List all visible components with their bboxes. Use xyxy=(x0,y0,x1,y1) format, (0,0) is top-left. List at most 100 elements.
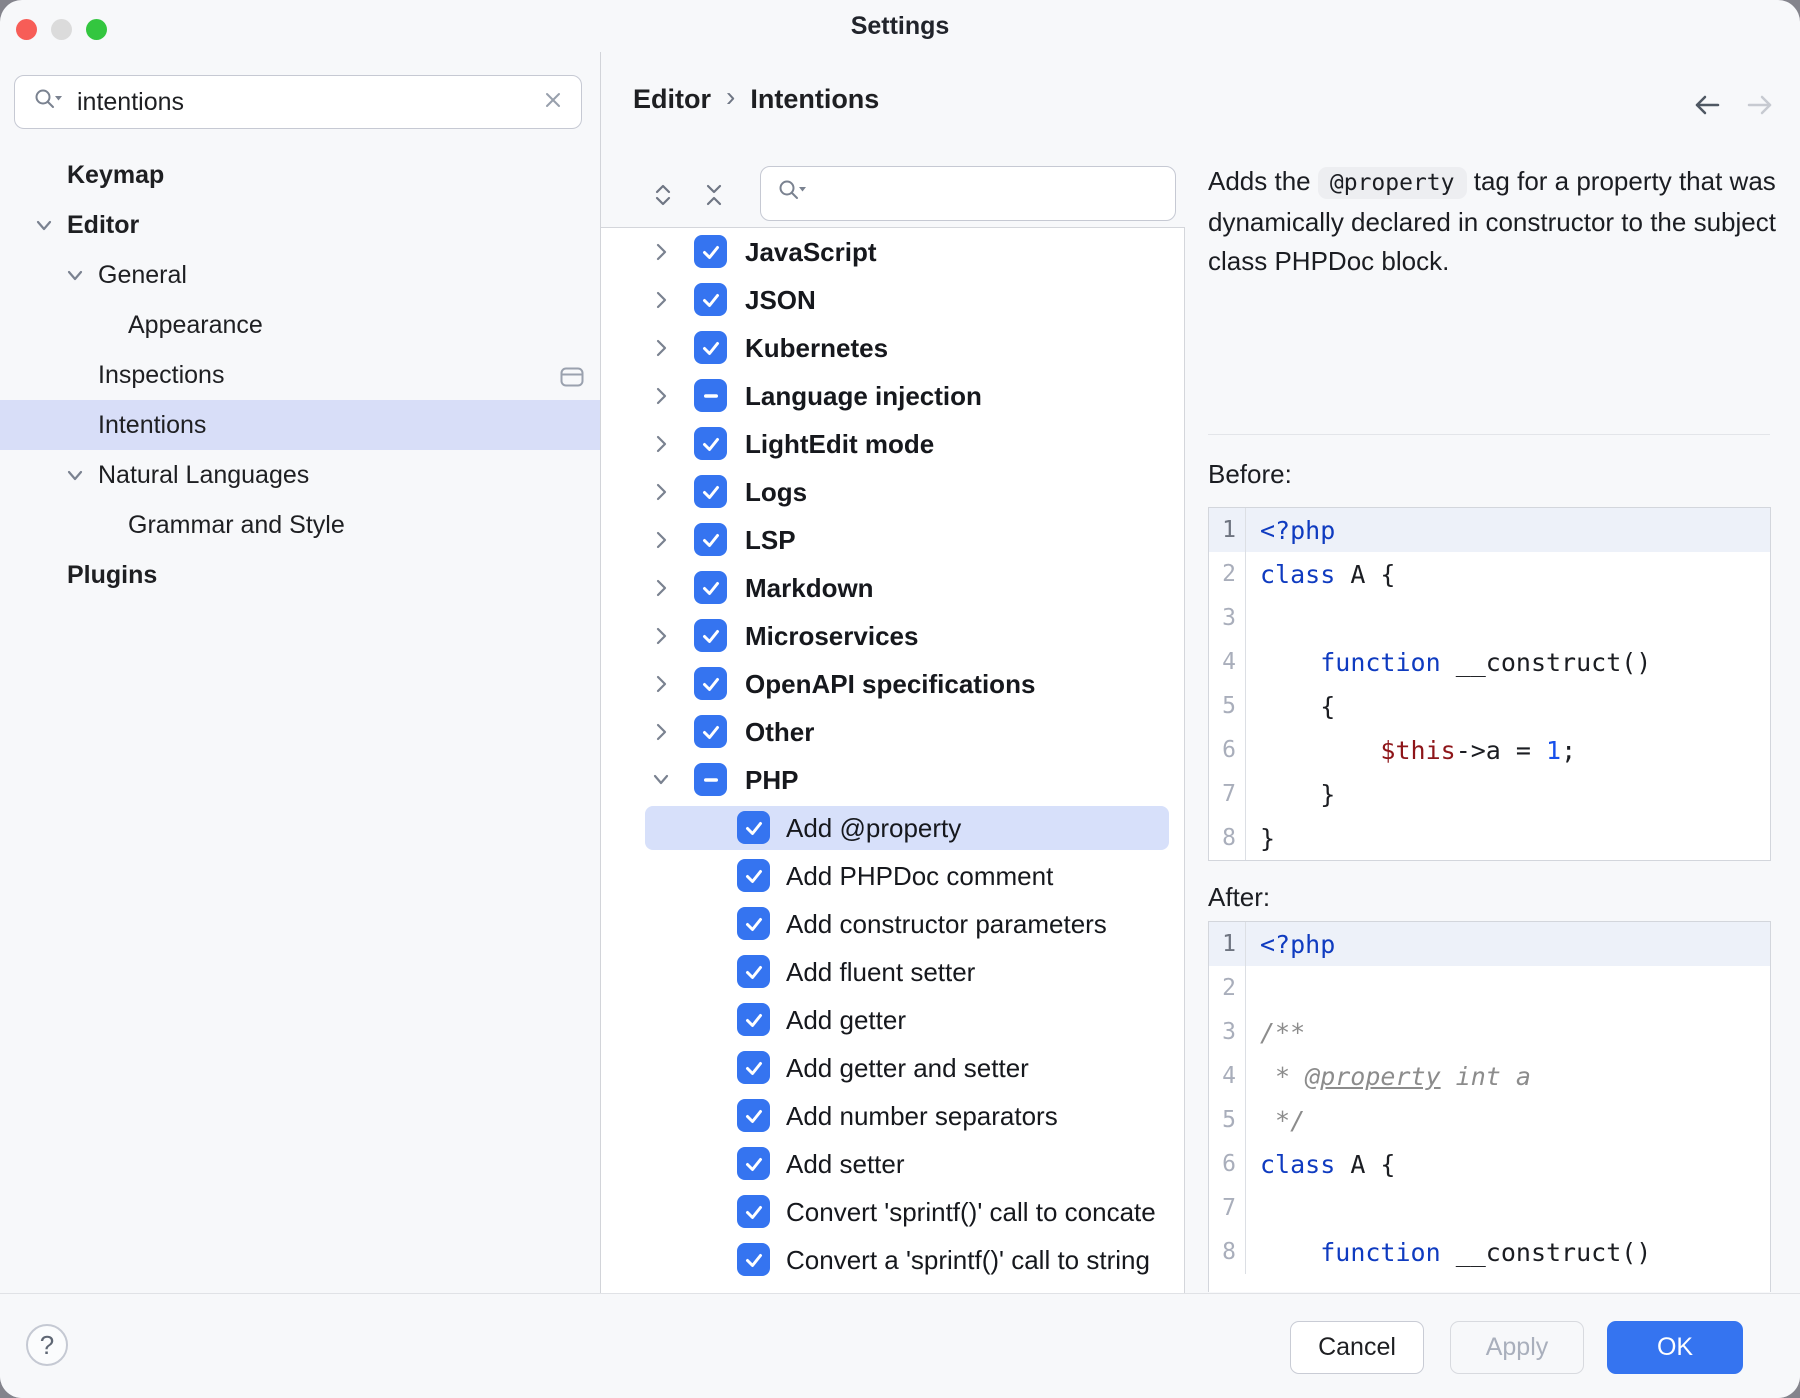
intention-row-add-getter-and-setter[interactable]: Add getter and setter xyxy=(601,1044,1184,1092)
chevron-right-icon[interactable] xyxy=(650,528,674,552)
ok-button[interactable]: OK xyxy=(1607,1321,1743,1374)
minimize-window-button[interactable] xyxy=(51,19,72,40)
checkbox-checked[interactable] xyxy=(694,427,727,460)
chevron-down-icon[interactable] xyxy=(64,464,86,486)
help-button[interactable]: ? xyxy=(26,1324,68,1366)
cancel-button[interactable]: Cancel xyxy=(1290,1321,1424,1374)
checkbox-checked[interactable] xyxy=(694,331,727,364)
line-number: 7 xyxy=(1209,772,1246,816)
checkbox-checked[interactable] xyxy=(694,571,727,604)
intention-row-add-phpdoc-comment[interactable]: Add PHPDoc comment xyxy=(601,852,1184,900)
checkbox-checked[interactable] xyxy=(694,283,727,316)
sidebar-item-general[interactable]: General xyxy=(0,250,600,300)
intention-row-add-getter[interactable]: Add getter xyxy=(601,996,1184,1044)
close-icon[interactable] xyxy=(543,90,563,115)
checkbox-checked[interactable] xyxy=(737,955,770,988)
sidebar-item-label: Natural Languages xyxy=(98,460,310,489)
intention-row-kubernetes[interactable]: Kubernetes xyxy=(601,324,1184,372)
chevron-down-icon[interactable] xyxy=(33,214,55,236)
intention-row-javascript[interactable]: JavaScript xyxy=(601,228,1184,276)
apply-button[interactable]: Apply xyxy=(1450,1321,1584,1374)
checkbox-checked[interactable] xyxy=(737,1195,770,1228)
checkbox-checked[interactable] xyxy=(694,523,727,556)
collapse-all-icon[interactable] xyxy=(702,181,726,209)
checkbox-indeterminate[interactable] xyxy=(694,763,727,796)
description-separator xyxy=(1208,434,1770,435)
checkbox-checked[interactable] xyxy=(694,235,727,268)
intention-row-php[interactable]: PHP xyxy=(601,756,1184,804)
checkbox-checked[interactable] xyxy=(694,715,727,748)
dialog-footer: ? Cancel Apply OK xyxy=(0,1293,1800,1398)
checkbox-checked[interactable] xyxy=(737,907,770,940)
chevron-right-icon[interactable] xyxy=(650,288,674,312)
intention-label: Add @property xyxy=(786,812,962,843)
checkbox-checked[interactable] xyxy=(737,1147,770,1180)
window-title: Settings xyxy=(850,12,950,40)
intention-row-json[interactable]: JSON xyxy=(601,276,1184,324)
intention-row-microservices[interactable]: Microservices xyxy=(601,612,1184,660)
intention-row-lsp[interactable]: LSP xyxy=(601,516,1184,564)
chevron-right-icon: › xyxy=(726,81,736,112)
code-line: 5 { xyxy=(1209,684,1770,728)
checkbox-checked[interactable] xyxy=(737,1099,770,1132)
breadcrumb: Editor › Intentions xyxy=(633,81,879,115)
chevron-right-icon[interactable] xyxy=(650,480,674,504)
checkbox-checked[interactable] xyxy=(737,811,770,844)
checkbox-checked[interactable] xyxy=(694,667,727,700)
sidebar-item-natural-languages[interactable]: Natural Languages xyxy=(0,450,600,500)
intention-label: PHP xyxy=(745,764,799,795)
settings-search-input[interactable]: intentions xyxy=(14,75,582,129)
chevron-down-icon[interactable] xyxy=(64,264,86,286)
sidebar-item-plugins[interactable]: Plugins xyxy=(0,550,600,600)
chevron-right-icon[interactable] xyxy=(650,240,674,264)
checkbox-checked[interactable] xyxy=(737,1243,770,1276)
sidebar-item-inspections[interactable]: Inspections xyxy=(0,350,600,400)
checkbox-checked[interactable] xyxy=(737,1051,770,1084)
sidebar-item-grammar-and-style[interactable]: Grammar and Style xyxy=(0,500,600,550)
sidebar-item-editor[interactable]: Editor xyxy=(0,200,600,250)
breadcrumb-editor[interactable]: Editor xyxy=(633,83,711,114)
chevron-right-icon[interactable] xyxy=(650,624,674,648)
sidebar-item-appearance[interactable]: Appearance xyxy=(0,300,600,350)
checkbox-indeterminate[interactable] xyxy=(694,379,727,412)
chevron-right-icon[interactable] xyxy=(650,672,674,696)
intention-row-convert-a-sprintf-call-to-string[interactable]: Convert a 'sprintf()' call to string xyxy=(601,1236,1184,1284)
checkbox-checked[interactable] xyxy=(737,1003,770,1036)
chevron-right-icon[interactable] xyxy=(650,336,674,360)
sidebar-item-intentions[interactable]: Intentions xyxy=(0,400,600,450)
chevron-right-icon[interactable] xyxy=(650,720,674,744)
expand-all-icon[interactable] xyxy=(651,181,675,209)
intention-row-add-setter[interactable]: Add setter xyxy=(601,1140,1184,1188)
intention-row-markdown[interactable]: Markdown xyxy=(601,564,1184,612)
intention-row-openapi-specifications[interactable]: OpenAPI specifications xyxy=(601,660,1184,708)
intentions-search-input[interactable] xyxy=(760,166,1176,221)
chevron-right-icon[interactable] xyxy=(650,384,674,408)
close-window-button[interactable] xyxy=(16,19,37,40)
intention-row-other[interactable]: Other xyxy=(601,708,1184,756)
chevron-down-icon[interactable] xyxy=(650,768,674,792)
intention-row-add-property[interactable]: Add @property xyxy=(601,804,1184,852)
intention-row-add-constructor-parameters[interactable]: Add constructor parameters xyxy=(601,900,1184,948)
back-button[interactable] xyxy=(1688,92,1724,118)
checkbox-checked[interactable] xyxy=(737,859,770,892)
intention-label: Microservices xyxy=(745,620,919,651)
sidebar-item-keymap[interactable]: Keymap xyxy=(0,150,600,200)
intention-row-convert-sprintf-call-to-concate[interactable]: Convert 'sprintf()' call to concate xyxy=(601,1188,1184,1236)
intention-row-add-number-separators[interactable]: Add number separators xyxy=(601,1092,1184,1140)
zoom-window-button[interactable] xyxy=(86,19,107,40)
checkbox-checked[interactable] xyxy=(694,475,727,508)
forward-button[interactable] xyxy=(1743,92,1779,118)
inline-code-chip: @property xyxy=(1317,167,1467,199)
intention-row-add-fluent-setter[interactable]: Add fluent setter xyxy=(601,948,1184,996)
chevron-right-icon[interactable] xyxy=(650,432,674,456)
intention-row-lightedit-mode[interactable]: LightEdit mode xyxy=(601,420,1184,468)
intention-label: JavaScript xyxy=(745,236,877,267)
after-label: After: xyxy=(1208,882,1271,912)
intention-row-language-injection[interactable]: Language injection xyxy=(601,372,1184,420)
intention-row-logs[interactable]: Logs xyxy=(601,468,1184,516)
intention-label: Add number separators xyxy=(786,1100,1058,1131)
checkbox-checked[interactable] xyxy=(694,619,727,652)
chevron-right-icon[interactable] xyxy=(650,576,674,600)
